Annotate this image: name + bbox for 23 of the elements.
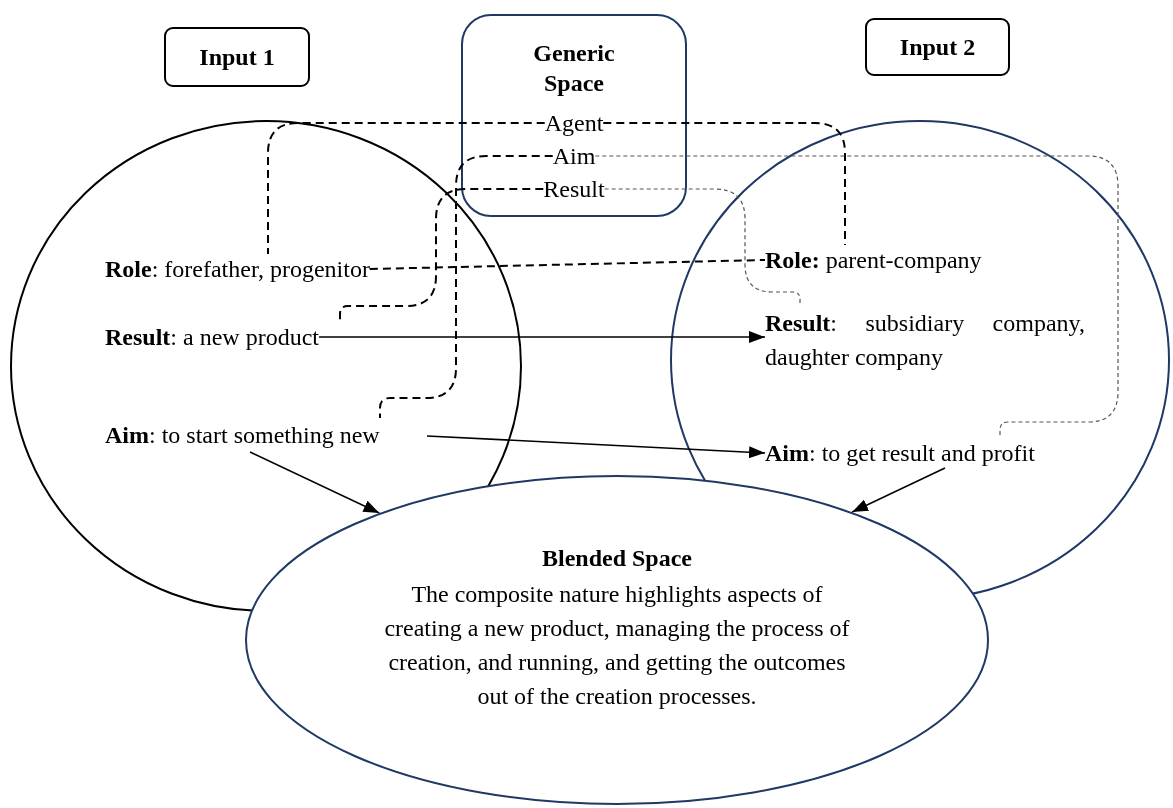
mapping-text: Role: forefather, progenitor: [105, 254, 370, 284]
dashed-connector: [379, 155, 554, 419]
generic-space-box: [461, 14, 687, 217]
arrow: [249, 451, 381, 514]
arrow: [851, 467, 946, 513]
generic-element-text: Agent: [544, 108, 604, 138]
dashed-connector: [368, 259, 766, 270]
generic-element-text: Aim: [552, 141, 596, 171]
space-title: Generic Space: [532, 39, 616, 98]
mapping-text: Result: a new product: [105, 322, 319, 352]
space-title: Blended Space: [541, 544, 693, 573]
dashed-connector: [602, 122, 846, 246]
dashed-connector: [267, 122, 546, 255]
mapping-text: Result: subsidiary company, daughter company: [765, 306, 1085, 374]
mapping-text: Aim: to get result and profit: [765, 438, 1035, 468]
arrow: [318, 331, 766, 343]
mapping-text: Aim: to start something new: [105, 418, 427, 452]
generic-element-text: Result: [543, 174, 605, 204]
space-description: The composite nature highlights aspects of creating a new product, managing the process of creation, and running, and getting the outcomes out of the creation processes.: [383, 580, 851, 711]
arrow: [426, 435, 766, 459]
input-box: Input 1: [164, 27, 310, 87]
mapping-text: Role: parent-company: [765, 245, 982, 275]
input-box: Input 2: [865, 18, 1010, 76]
